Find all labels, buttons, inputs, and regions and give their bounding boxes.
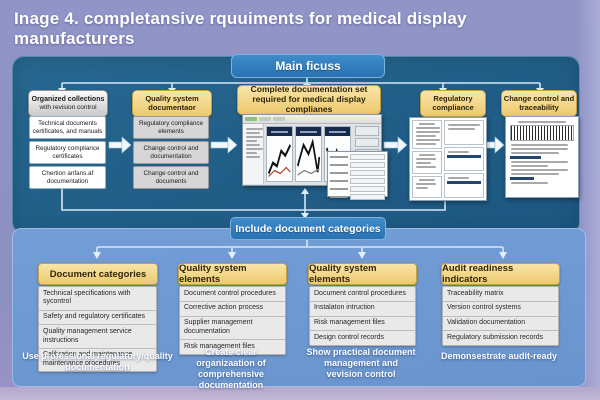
screenshot-sidebar [243,124,264,184]
list-item: Document control procedures [314,289,406,297]
list-item: Regulatory submission records [443,330,558,345]
barcode-graphic [510,125,574,141]
list-item: Change control and documentation [133,141,209,164]
main-focus-bar: Main ficuss [231,54,385,78]
regulatory-document-thumbnail [409,117,487,201]
list-item: Regulatory compliance elements [133,116,209,139]
quality-system-doc-list: Regulatory compliance elements Change co… [133,116,209,189]
organized-collections-header: Organized collections with revision cont… [28,90,108,117]
include-categories-bar: Include document categories [230,217,386,240]
chart-panel [295,126,322,182]
list-item: Technical documents certificates, and ma… [29,116,106,139]
chart-panel [266,126,293,182]
list-item: Version control systems [443,300,558,316]
quality-elements-header-1: Quality system elements [178,263,287,285]
complete-doc-set-header: Complete documentation set required for … [237,84,381,115]
background-bottom-strip [0,387,600,400]
toolbar-chip [273,117,285,121]
toolbar-chip [245,117,257,121]
list-item: Risk management files [310,315,415,331]
organized-collections-list: Technical documents certificates, and ma… [29,116,106,189]
list-item: Calibration and maintenance maintenance … [39,347,156,372]
list-item: Safety and regulatory certificates [39,309,156,325]
list-item: Risk management files [180,339,285,354]
organized-collections-header-line1: Organized collections [31,95,105,103]
list-item: Document control procedures [184,289,276,297]
list-item: Instalaton intruction [310,300,415,316]
list-item: Validation documentation [443,315,558,331]
caption-use-professional: Use professional regulatory/quality docu… [22,351,173,372]
list-item: Technical specifications with sycontrol [43,289,131,306]
figure-title: Inage 4. completansive rquuiments for me… [14,9,467,48]
list-item: Traceability matrix [447,289,504,297]
quality-elements-header-2: Quality system elements [308,263,417,285]
list-item: Quality management service instructions [39,324,156,348]
organized-collections-header-line2: with revision control [39,103,97,111]
document-categories-list: Technical specifications with sycontrol … [38,286,157,373]
list-item: Supplier management documentation [180,315,285,340]
list-item: Chertion anfans.af documentation [29,166,106,189]
document-categories-header: Document categories [38,263,158,285]
quality-elements-list-1: Document control procedures Corrective a… [179,286,286,355]
toolbar-chip [259,117,271,121]
caption-show-practical: Show practical document management and v… [306,347,416,379]
form-dialog-thumbnail [327,151,388,200]
list-item: Design control records [310,330,415,345]
quality-elements-list-2: Document control procedures Instalaton i… [309,286,416,346]
list-item: Regulatory compliance certificates [29,141,106,164]
audit-readiness-header: Audit readiness indicators [441,263,560,285]
audit-readiness-list: Traceability matrix Version control syst… [442,286,559,346]
traceability-document-thumbnail [505,116,579,198]
screenshot-toolbar [243,115,381,124]
caption-demonstrate-audit: Demonsestrate audit-ready [440,351,558,361]
regulatory-compliance-header: Regulatory compliance [420,90,486,117]
quality-system-doc-header: Quality system documentaor [132,90,212,117]
list-item: Corrective action process [180,300,285,316]
change-control-header: Change control and traceability [501,90,577,117]
list-item: Change control and documents [133,166,209,189]
caption-create-clear: Create clear organizaation of comprehens… [196,347,266,390]
